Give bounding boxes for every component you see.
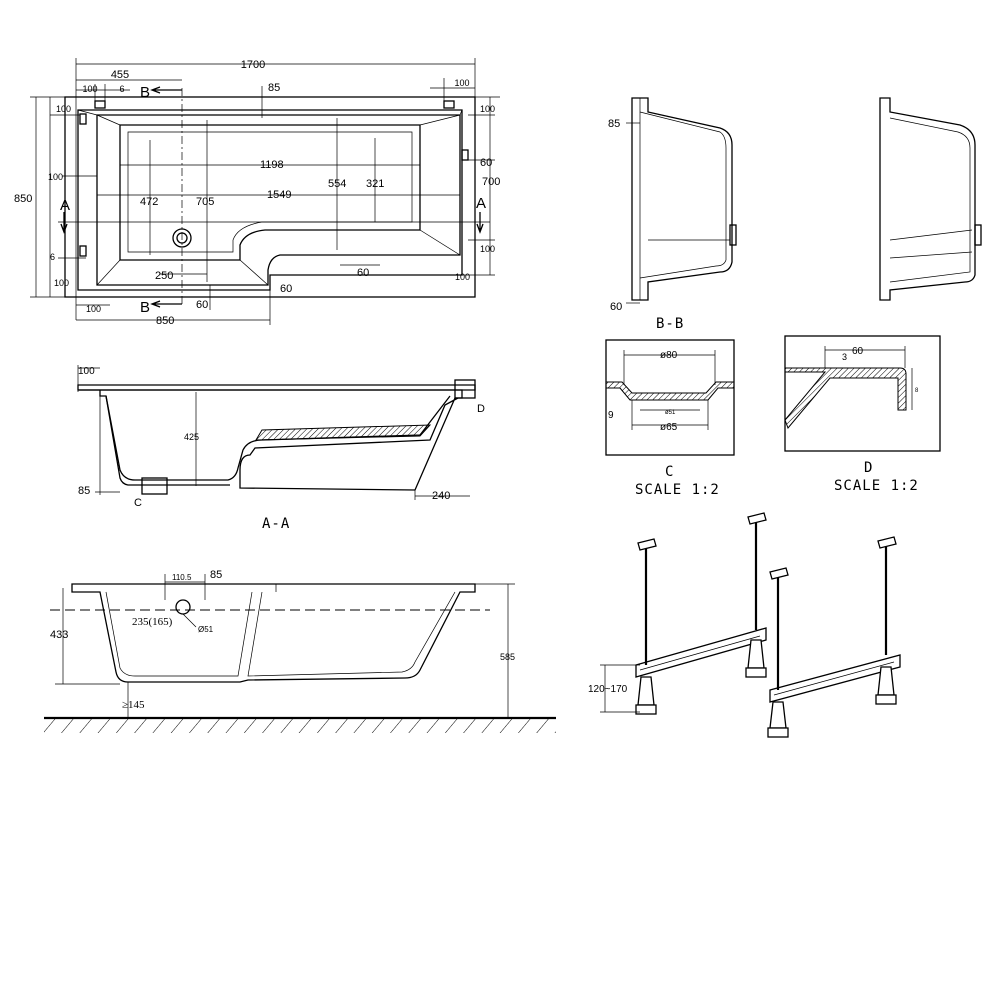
dim-inner-472: 472 — [140, 196, 158, 208]
dim-left-6: 6 — [50, 252, 55, 262]
aa-dim-top-100: 100 — [78, 366, 95, 377]
dim-bottom-850: 850 — [156, 315, 174, 327]
leg-foot-1 — [637, 676, 655, 706]
dim-right-100-top: 100 — [480, 104, 495, 114]
section-b-top-label: B — [140, 84, 150, 101]
dim-bottom-60-c: 60 — [196, 299, 208, 311]
aa-inner-basin — [105, 395, 451, 481]
dim-inner-1198: 1198 — [260, 159, 284, 171]
aa-title: A-A — [262, 516, 290, 532]
detail-d-dim-8: 8 — [915, 388, 919, 394]
detail-c-frame — [605, 339, 735, 456]
bb-tub-outline — [631, 97, 733, 301]
end-view-outline — [879, 97, 976, 301]
dim-top-left-100: 100 — [82, 84, 97, 94]
dim-top-right-100: 100 — [454, 78, 469, 88]
detail-d-dim-60: 60 — [852, 346, 864, 357]
mount-bracket-tr — [443, 100, 455, 109]
fe-tub-outline — [71, 583, 476, 683]
dim-right-100-b2: 100 — [455, 272, 470, 282]
section-a-left-label: A — [60, 197, 70, 214]
aa-label-c: C — [134, 497, 142, 509]
detail-c-dim-51: ø51 — [665, 410, 676, 416]
section-a-right-label: A — [476, 195, 486, 212]
dim-inner-705: 705 — [196, 196, 214, 208]
dim-rim-85: 85 — [268, 82, 280, 94]
plan-basin-outer — [96, 114, 461, 286]
dim-inner-554: 554 — [328, 178, 346, 190]
dim-bottom-100: 100 — [86, 304, 101, 314]
detail-c-dim-80: ø80 — [660, 350, 678, 361]
leg-dim-adjust-range: 120~170 — [588, 684, 628, 695]
dim-left-100-bot: 100 — [54, 278, 69, 288]
aa-seat-hatch — [255, 424, 432, 441]
dim-right-60: 60 — [480, 157, 492, 169]
dim-right-700: 700 — [482, 176, 500, 188]
dim-right-100-bot: 100 — [480, 244, 495, 254]
detail-c-section — [605, 381, 735, 401]
aa-dim-left-85: 85 — [78, 485, 90, 497]
dim-left-100-top: 100 — [56, 104, 71, 114]
dim-left-offset: 455 — [111, 69, 129, 81]
fe-overflow — [175, 599, 191, 615]
fe-ground-hatch — [44, 719, 556, 733]
bb-title: B-B — [656, 316, 684, 332]
detail-d-section — [784, 367, 907, 429]
leg-foot-3 — [769, 701, 787, 729]
fe-dim-585: 585 — [500, 652, 515, 662]
dim-inner-321: 321 — [366, 178, 384, 190]
plan-view: 1700 455 100 6 B 85 100 850 100 100 A 6 … — [14, 58, 500, 327]
section-b-bottom-label: B — [140, 299, 150, 316]
leg-foot-2 — [747, 639, 765, 669]
section-b-b: 85 60 B-B — [608, 97, 737, 332]
fe-dim-433: 433 — [50, 629, 68, 641]
aa-dim-right-240: 240 — [432, 490, 450, 502]
dim-bottom-60-b: 60 — [280, 283, 292, 295]
leg-frame: 120~170 — [588, 512, 901, 738]
aa-dim-depth-425: 425 — [184, 432, 199, 442]
detail-c-title: C — [665, 464, 674, 480]
end-view — [879, 97, 982, 301]
detail-c-dim-65: ø65 — [660, 422, 678, 433]
aa-label-d: D — [477, 403, 485, 415]
detail-d-dim-3: 3 — [842, 352, 847, 362]
detail-c-scale: SCALE 1:2 — [635, 482, 720, 498]
mount-bracket-tl — [94, 100, 106, 109]
detail-d: 60 3 8 D SCALE 1:2 — [784, 335, 941, 494]
aa-detail-c-box — [141, 477, 168, 495]
detail-c-dim-9: 9 — [608, 410, 614, 421]
dim-overall-depth: 850 — [14, 193, 32, 205]
dim-top-left-6: 6 — [119, 84, 124, 94]
detail-d-title: D — [864, 460, 873, 476]
fe-dim-51: Ø51 — [198, 625, 214, 634]
front-elevation: Ø51 235(165) 110.5 85 433 585 ≥145 — [44, 569, 556, 733]
dim-bottom-250: 250 — [155, 270, 173, 282]
bb-dim-rim-85: 85 — [608, 118, 620, 130]
fe-dim-85: 85 — [210, 569, 222, 581]
fe-dim-235: 235(165) — [132, 616, 173, 628]
section-a-a: 425 100 85 240 C D A-A — [77, 365, 485, 532]
leg-foot-4 — [877, 666, 895, 696]
bb-dim-bottom-60: 60 — [610, 301, 622, 313]
fe-dim-110-5: 110.5 — [172, 573, 192, 582]
plan-basin-floor — [119, 124, 421, 261]
detail-c: ø80 ø51 ø65 9 C SCALE 1:2 — [605, 339, 735, 498]
fe-dim-145: ≥145 — [122, 699, 145, 711]
aa-rim — [77, 384, 476, 391]
detail-d-scale: SCALE 1:2 — [834, 478, 919, 494]
dim-bottom-60-a: 60 — [357, 267, 369, 279]
detail-d-frame — [784, 335, 941, 452]
aa-detail-d-box — [454, 379, 476, 399]
dim-overall-width: 1700 — [241, 59, 265, 71]
dim-left-100-mid: 100 — [48, 172, 63, 182]
dim-inner-1549: 1549 — [267, 189, 291, 201]
